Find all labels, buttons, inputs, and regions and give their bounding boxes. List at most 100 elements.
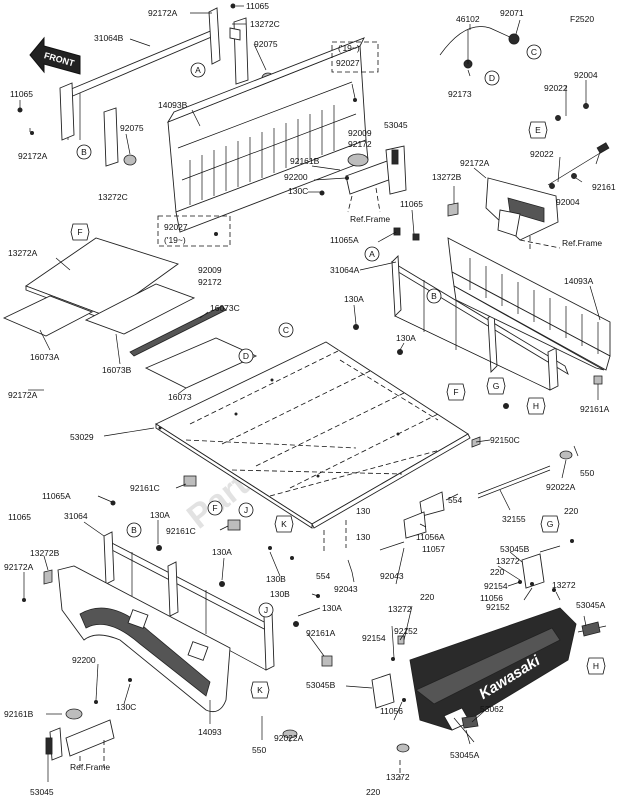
callout-f-hex[interactable]: F [446, 383, 466, 401]
label-92071: 92071 [500, 8, 524, 18]
svg-text:F: F [212, 503, 217, 513]
left-rail-31064[interactable] [103, 531, 275, 671]
label-13272-right-b: 13272 [552, 580, 576, 590]
clip-13272b-lower[interactable] [43, 569, 53, 585]
washer-92022a-right[interactable] [559, 450, 573, 460]
callout-b-lower[interactable]: B [126, 522, 142, 538]
cable-53045a-right[interactable] [577, 621, 607, 637]
bolt-92172a-left[interactable] [30, 131, 34, 135]
svg-text:B: B [431, 291, 437, 301]
svg-text:A: A [369, 249, 375, 259]
label-130a-left-1: 130A [150, 510, 170, 520]
right-panel-14093a[interactable] [447, 237, 611, 371]
callout-b-left[interactable]: B [76, 144, 92, 160]
bolt-13272-right[interactable] [552, 588, 556, 592]
callout-d-floor[interactable]: D [238, 348, 254, 364]
latch-bracket-right[interactable] [485, 177, 561, 250]
washer-13272-bottom[interactable] [396, 743, 410, 753]
nut-92022-mid[interactable] [549, 183, 555, 189]
bed-floor-53029[interactable] [155, 341, 471, 529]
mat-16073[interactable] [144, 337, 258, 389]
callout-k-hex[interactable]: K [274, 515, 294, 533]
left-panel-14093[interactable] [57, 565, 231, 713]
bolt-130c-upper[interactable] [319, 190, 325, 196]
nut-92004-top[interactable] [583, 103, 589, 109]
callout-h-lower[interactable]: H [586, 657, 606, 675]
callout-g-lower-hex[interactable]: G [540, 515, 560, 533]
mat-16073a[interactable] [2, 295, 94, 337]
label-92172a-mat: 92172A [8, 390, 38, 400]
callout-j-floor[interactable]: J [238, 502, 254, 518]
bolt-11065-top[interactable] [230, 3, 236, 9]
strip-16073c[interactable] [129, 305, 227, 357]
svg-text:G: G [493, 381, 500, 391]
pin-92200-lower[interactable] [94, 700, 98, 704]
bolt-11065-right[interactable] [412, 233, 420, 241]
clip-13272b-upper[interactable] [447, 202, 459, 217]
bolt-130a-left-1[interactable] [156, 545, 162, 551]
callout-c-top[interactable]: C [526, 44, 542, 60]
label-13272-right-a: 13272 [496, 556, 520, 566]
hinge-bracket-554[interactable] [419, 491, 445, 517]
bolt-130a-right-1[interactable] [353, 324, 359, 330]
bracket-11056a[interactable] [403, 511, 427, 539]
callout-d-top[interactable]: D [484, 70, 500, 86]
cap-92161c-mid[interactable] [227, 519, 241, 531]
cap-92075-left[interactable] [123, 154, 137, 166]
callout-h-hex[interactable]: H [526, 397, 546, 415]
cap-92161c-left[interactable] [183, 475, 197, 487]
callout-g-hex[interactable]: G [486, 377, 506, 395]
cable-46102[interactable] [439, 26, 520, 69]
front-rail-31064b[interactable] [59, 7, 221, 141]
hinge-rod-32155[interactable] [477, 465, 551, 499]
pin-92200-upper[interactable] [345, 176, 349, 180]
callout-f-lower[interactable]: F [207, 500, 223, 516]
bolt-130b-1[interactable] [268, 546, 272, 550]
svg-text:H: H [593, 661, 599, 671]
bolt-11056-left[interactable] [402, 698, 406, 702]
callout-j-lower[interactable]: J [258, 602, 274, 618]
callout-b-right[interactable]: B [426, 288, 442, 304]
bolt-130a-right-3[interactable] [503, 403, 509, 409]
pin-92043-b[interactable] [347, 559, 353, 573]
latch-assembly-upper[interactable] [345, 145, 407, 213]
bolt-130b-2[interactable] [290, 556, 294, 560]
cap-92161a-lower[interactable] [321, 655, 333, 667]
bolt-130c-lower[interactable] [128, 678, 132, 682]
washer-92154-left[interactable] [391, 657, 395, 661]
cable-53045a-lower[interactable] [453, 715, 479, 743]
bolt-130a-right-2[interactable] [397, 349, 403, 355]
callout-c-floor[interactable]: C [278, 322, 294, 338]
bolt-130a-left-3[interactable] [293, 621, 299, 627]
bolt-11065-left[interactable] [17, 107, 23, 113]
pin-220-right[interactable] [570, 539, 574, 543]
pin-92043-a[interactable] [379, 541, 405, 551]
bracket-13272c-top[interactable] [229, 17, 249, 85]
callout-e-hex[interactable]: E [528, 121, 548, 139]
bolt-11065a-left[interactable] [110, 500, 116, 506]
mat-16073b[interactable] [84, 283, 196, 335]
label-53045-top: 53045 [384, 120, 408, 130]
bolt-92172a-lower[interactable] [22, 598, 26, 602]
bolt-11065a[interactable] [393, 227, 401, 236]
bracket-13272c-bottom[interactable] [103, 107, 119, 167]
rod-92161[interactable] [547, 142, 610, 186]
nut-92004-mid[interactable] [571, 173, 577, 179]
callout-a-right[interactable]: A [364, 246, 380, 262]
clip-92009-bottom[interactable] [214, 232, 218, 236]
clip-13272-left[interactable] [397, 635, 405, 645]
bracket-53045b-left[interactable] [371, 673, 395, 709]
bolt-11056-right[interactable] [530, 582, 534, 586]
bolt-130a-left-2[interactable] [219, 581, 225, 587]
label-14093: 14093 [198, 727, 222, 737]
nut-92022-top[interactable] [555, 115, 561, 121]
callout-a-top[interactable]: A [190, 62, 206, 78]
label-92004-mid: 92004 [556, 197, 580, 207]
clip-92009-top[interactable] [353, 98, 357, 102]
callout-k-lower-hex[interactable]: K [250, 681, 270, 699]
callout-f-mat-hex[interactable]: F [70, 223, 90, 241]
bracket-53045b-right[interactable] [521, 545, 561, 589]
svg-text:C: C [531, 47, 537, 57]
cap-92161a-right[interactable] [593, 375, 603, 385]
latch-assembly-lower[interactable] [45, 708, 115, 768]
